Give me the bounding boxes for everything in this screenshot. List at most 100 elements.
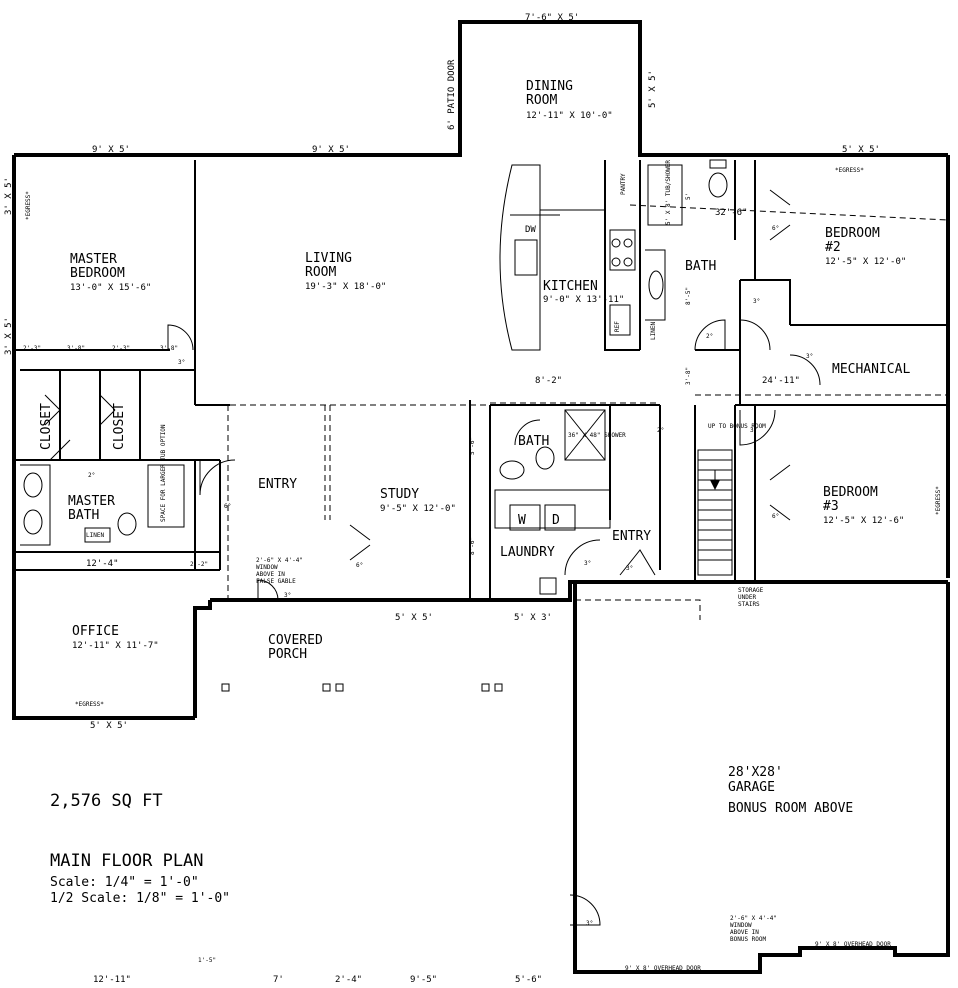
entry-main-label: ENTRY bbox=[258, 477, 297, 492]
door-swing-study-closet: 6° bbox=[356, 562, 363, 569]
mb-sink-1 bbox=[23, 472, 43, 498]
kitchen-island bbox=[499, 164, 541, 351]
door-swing-bath: 2° bbox=[706, 333, 713, 340]
door-swing-br3: 3° bbox=[750, 427, 757, 434]
gable-label-b: WINDOW bbox=[256, 564, 278, 571]
dim-32-6: 32'-6" bbox=[715, 208, 748, 218]
mb-tub bbox=[147, 464, 185, 528]
kitchen-sink bbox=[514, 239, 538, 276]
dim-3-8-v: 3'-8" bbox=[685, 367, 692, 385]
toilet bbox=[708, 172, 728, 198]
door-swing-br2-closet: 6° bbox=[772, 225, 779, 232]
dim-8-2: 8'-2" bbox=[535, 376, 562, 386]
door-swing-front: 3° bbox=[284, 592, 291, 599]
dim-3-8-a: 3'-8" bbox=[67, 345, 85, 352]
mbath-label-2: BATH bbox=[68, 508, 99, 523]
wall-mb-office bbox=[14, 551, 220, 571]
mb-linen bbox=[84, 527, 111, 543]
dimension-labels: 2'-3" 3'-8" 2'-3" 3'-8" 12'-4" 2'-2" 8'-… bbox=[23, 193, 800, 985]
win-dining-right: 5' X 5' bbox=[648, 70, 658, 108]
br3-label-2: #3 bbox=[823, 499, 839, 514]
soffit-line-2 bbox=[470, 402, 660, 406]
egress-br3: *EGRESS* bbox=[935, 486, 942, 515]
wall-closets bbox=[59, 370, 141, 460]
burner bbox=[623, 257, 633, 267]
dim-8-5: 8'-5" bbox=[685, 287, 692, 305]
plan-title: MAIN FLOOR PLAN bbox=[50, 851, 204, 871]
win-study-bottom: 5' X 5' bbox=[395, 613, 433, 623]
bonus-label-a: 2'-6" X 4'-4" bbox=[730, 915, 777, 922]
door-swing-br3-closet: 6° bbox=[772, 513, 779, 520]
door-swing-mb: 3° bbox=[178, 359, 185, 366]
door-swing-entry-closet: 6° bbox=[224, 503, 231, 510]
win-dining-top: 7'-6" X 5' bbox=[525, 13, 579, 23]
bath-lower-label: BATH bbox=[518, 434, 549, 449]
exterior-walls bbox=[12, 20, 950, 974]
door-swing-labels: 3° 3° 2° 3° 3° 3° 3° 3° 3° 2° 2° 6° 6° 6… bbox=[88, 225, 813, 927]
interior-walls bbox=[14, 160, 948, 600]
dryer-label: D bbox=[552, 513, 560, 528]
bath-main-label: BATH bbox=[685, 259, 716, 274]
area-label: 2,576 SQ FT bbox=[50, 791, 163, 811]
door-swing-rear: 3° bbox=[626, 565, 633, 572]
living-label-1: LIVING bbox=[305, 251, 352, 266]
win-laundry-bottom: 5' X 3' bbox=[514, 613, 552, 623]
up-bonus-label: UP TO BONUS ROOM bbox=[708, 423, 766, 430]
mb-size: 13'-0" X 15'-6" bbox=[70, 283, 151, 293]
tub bbox=[647, 164, 683, 226]
vanity bbox=[645, 249, 666, 321]
win-br2-top: 5' X 5' bbox=[842, 145, 880, 155]
dim-2-3-left: 2'-3" bbox=[23, 345, 41, 352]
toilet-lower bbox=[535, 446, 555, 470]
office-step bbox=[193, 600, 212, 718]
dim-8-6: 8'-6" bbox=[469, 537, 476, 555]
dw-label: DW bbox=[525, 225, 536, 235]
dryer bbox=[544, 504, 576, 531]
win-living-top: 9' X 5' bbox=[312, 145, 350, 155]
garage-walls bbox=[573, 582, 950, 974]
scale-label: Scale: 1/4" = 1'-0" bbox=[50, 875, 199, 890]
wall-br2-left bbox=[739, 160, 756, 405]
tub-shower-label: 5' X 8' TUB/SHOWER bbox=[665, 160, 672, 225]
garage-label-3: BONUS ROOM ABOVE bbox=[728, 801, 853, 816]
kitchen-size: 9'-0" X 13'-11" bbox=[543, 295, 624, 305]
burner bbox=[611, 257, 621, 267]
pantry-label: PANTRY bbox=[620, 173, 627, 195]
mb-label-2: BEDROOM bbox=[70, 266, 125, 281]
dim-3-8-b: 3'-8" bbox=[160, 345, 178, 352]
dim-bottom-5-6: 5'-6" bbox=[515, 975, 542, 985]
porch-post bbox=[481, 683, 490, 692]
tub-option-label: SPACE FOR LARGER TUB OPTION bbox=[160, 424, 167, 522]
garage-label-1: 28'X28' bbox=[728, 765, 783, 780]
door-swing-garage: 3° bbox=[586, 920, 593, 927]
gable-label-c: ABOVE IN bbox=[256, 571, 285, 578]
half-scale-label: 1/2 Scale: 1/8" = 1'-0" bbox=[50, 891, 230, 906]
dining-size: 12'-11" X 10'-0" bbox=[526, 111, 613, 121]
dim-12-4: 12'-4" bbox=[86, 559, 119, 569]
study-label: STUDY bbox=[380, 487, 419, 502]
br3-label-1: BEDROOM bbox=[823, 485, 878, 500]
toilet-tank bbox=[709, 159, 727, 169]
window-labels: 7'-6" X 5' 5' X 5' 6' PATIO DOOR 9' X 5'… bbox=[4, 13, 942, 731]
wall-stair-left bbox=[659, 405, 696, 580]
stairs bbox=[697, 449, 733, 576]
overhead-right-label: 9' X 8' OVERHEAD DOOR bbox=[815, 941, 891, 948]
porch-post bbox=[494, 683, 503, 692]
office-label: OFFICE bbox=[72, 624, 119, 639]
shower-label: 36" X 48" SHOWER bbox=[568, 432, 626, 439]
room-labels: DINING ROOM 12'-11" X 10'-0" MASTER BEDR… bbox=[39, 79, 910, 816]
dim-5-v: 5' bbox=[685, 193, 692, 200]
kitchen-dim-line bbox=[629, 204, 949, 221]
refrigerator bbox=[609, 304, 631, 336]
study-opening bbox=[324, 405, 331, 520]
kitchen-label: KITCHEN bbox=[543, 279, 598, 294]
br2-label-2: #2 bbox=[825, 240, 841, 255]
storage-line bbox=[574, 590, 701, 620]
living-label-2: ROOM bbox=[305, 265, 336, 280]
counter-edge bbox=[510, 209, 605, 216]
wall-mb-bath-right bbox=[194, 460, 221, 570]
storage-label-c: STAIRS bbox=[738, 601, 760, 608]
storage-label-b: UNDER bbox=[738, 594, 756, 601]
burner bbox=[623, 238, 633, 248]
wall-br2-bottom bbox=[740, 279, 791, 325]
